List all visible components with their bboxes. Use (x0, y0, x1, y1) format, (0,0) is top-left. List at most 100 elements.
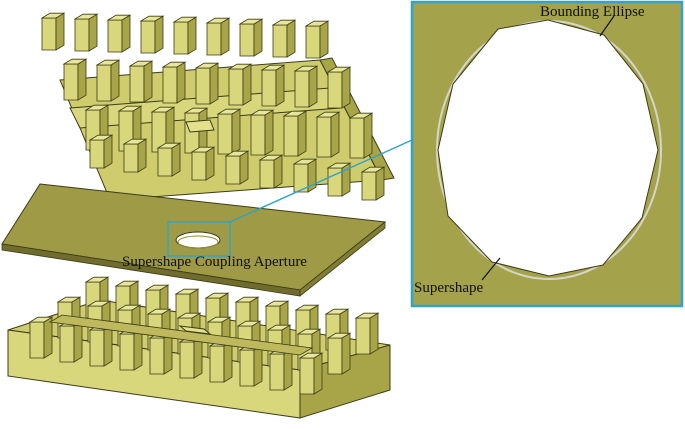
top-pin-lower-face (171, 142, 181, 177)
top-pin (62, 58, 88, 101)
top-pin-face (63, 63, 79, 101)
top-pin-face (220, 17, 230, 56)
bottom-pin-face (204, 292, 230, 299)
top-pin-face (363, 112, 373, 159)
top-pin-face (106, 14, 132, 21)
top-pin-lower-face (259, 159, 275, 189)
bottom-pin-face (253, 344, 263, 387)
top-pin-lower-face (258, 154, 284, 161)
top-pin-face (272, 24, 288, 58)
aperture-marker-box (167, 221, 231, 257)
bottom-pin-face (29, 321, 45, 359)
bottom-pin-face (146, 308, 172, 315)
top-pin-face (271, 19, 297, 26)
bottom-pin-face (176, 312, 202, 319)
top-pin-face (315, 111, 341, 118)
top-pin-face (139, 15, 165, 22)
top-pin (227, 63, 253, 106)
bottom-pin-face (327, 337, 343, 375)
top-pin-face (316, 116, 332, 158)
top-pin-lower-face (292, 158, 318, 165)
top-pin-lower-face (360, 166, 386, 173)
top-pin-face (330, 111, 340, 158)
top-pin-face (96, 64, 112, 102)
top-pin-face (140, 20, 156, 54)
bottom-pin (148, 332, 174, 375)
top-pin (216, 108, 242, 155)
top-pin-lower (88, 134, 114, 169)
bottom-pin (326, 332, 352, 375)
bottom-pin-face (234, 296, 260, 303)
top-pin-lower (190, 146, 216, 181)
top-pin-lower-face (89, 139, 105, 169)
top-pin-face (242, 63, 252, 106)
top-pin-lower (360, 166, 386, 201)
top-pin-face (294, 70, 310, 108)
top-pin-array (40, 12, 395, 201)
bottom-center-ridge (48, 314, 314, 356)
top-pin-face (250, 114, 266, 156)
bottom-pin-face (28, 316, 54, 323)
top-pin-face (129, 65, 145, 103)
top-pin (326, 66, 352, 109)
top-pin-face (305, 25, 321, 59)
top-pin-face (40, 12, 66, 19)
top-pin-lower-face (122, 138, 148, 145)
aperture-zoom-inset: Bounding Ellipse Supershape (410, 0, 684, 308)
top-pin (106, 14, 132, 53)
top-pin-face (88, 13, 98, 52)
bottom-pin (178, 336, 204, 379)
supershape-outline (437, 19, 659, 277)
top-pin-face (55, 12, 65, 51)
bottom-pin-face (324, 308, 350, 315)
top-pin-face (308, 65, 318, 108)
top-pin-face (95, 59, 121, 66)
bottom-pin-face (296, 328, 322, 335)
bottom-pin-face (59, 325, 75, 363)
top-array-slot-block (185, 119, 215, 133)
bottom-pin-face (206, 316, 232, 323)
top-pin-face (286, 19, 296, 58)
top-pin-face (128, 60, 154, 67)
top-pin-face (348, 112, 374, 119)
supershape-label: Supershape (414, 280, 483, 296)
top-pin-face (283, 115, 299, 157)
supershape-leader (481, 257, 501, 281)
bottom-pin (268, 348, 294, 391)
bottom-pin-face (369, 312, 379, 355)
top-pin-face (319, 20, 329, 59)
bounding-ellipse-label: Bounding Ellipse (540, 4, 645, 20)
top-pin-lower-face (273, 154, 283, 189)
bottom-pin (28, 316, 54, 359)
top-pin-lower-face (103, 134, 113, 169)
top-pin-face (238, 18, 264, 25)
top-pin-face (173, 21, 189, 55)
bottom-pin-face (341, 332, 351, 375)
bottom-pin-face (114, 280, 140, 287)
top-pin-face (117, 105, 143, 112)
top-pin-lower-face (239, 150, 249, 185)
top-pin (271, 19, 297, 58)
bottom-pin (298, 352, 324, 395)
bottom-pin-face (326, 332, 352, 339)
top-pin-lower (258, 154, 284, 189)
top-pin-face (239, 23, 255, 57)
top-pin (117, 105, 143, 152)
bottom-pin-face (89, 329, 105, 367)
top-pin-face (41, 17, 57, 51)
top-pin-face (349, 117, 365, 159)
top-pin-face (209, 62, 219, 105)
plate-side-edge (299, 221, 386, 297)
top-pin-lower-face (190, 146, 216, 153)
bottom-pin-face (239, 349, 255, 387)
bounding-ellipse-leader (599, 15, 615, 37)
bottom-pin-face (355, 317, 371, 355)
top-pin-face (74, 18, 90, 52)
top-pin-face (195, 67, 211, 105)
top-pin-face (206, 22, 222, 56)
top-pin-lower-face (123, 143, 139, 173)
bottom-pin-face (179, 341, 195, 379)
top-pin (260, 64, 286, 107)
top-pin-face (172, 16, 198, 23)
